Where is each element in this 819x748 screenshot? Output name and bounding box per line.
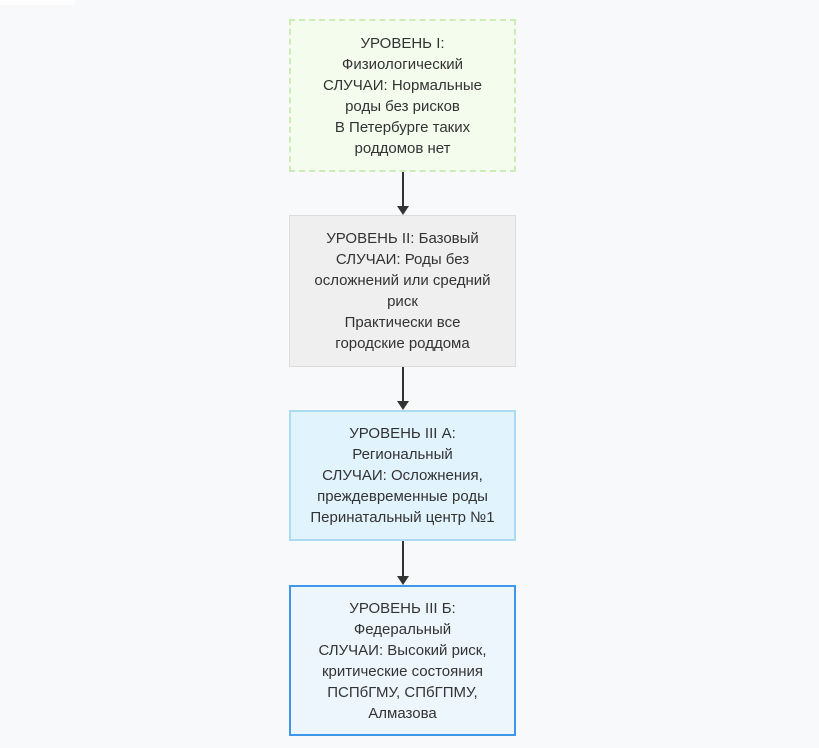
top-left-artifact xyxy=(0,0,76,5)
node-level-2: УРОВЕНЬ II: Базовый СЛУЧАИ: Роды без осл… xyxy=(289,215,516,367)
node-level-3b-text: УРОВЕНЬ III Б: Федеральный СЛУЧАИ: Высок… xyxy=(318,599,487,722)
node-level-2-text: УРОВЕНЬ II: Базовый СЛУЧАИ: Роды без осл… xyxy=(314,230,491,352)
node-level-1-text: УРОВЕНЬ I: Физиологический СЛУЧАИ: Норма… xyxy=(323,34,482,157)
arrow-level-1-to-level-2 xyxy=(396,172,409,215)
arrow-level-2-to-level-3a xyxy=(396,367,409,410)
arrow-line xyxy=(401,367,404,401)
node-level-3a: УРОВЕНЬ III А: Региональный СЛУЧАИ: Осло… xyxy=(289,410,516,541)
arrow-line xyxy=(401,172,404,206)
node-level-1: УРОВЕНЬ I: Физиологический СЛУЧАИ: Норма… xyxy=(289,19,516,172)
node-level-3b: УРОВЕНЬ III Б: Федеральный СЛУЧАИ: Высок… xyxy=(289,585,516,736)
arrowhead-down-icon xyxy=(396,206,409,215)
arrowhead-down-icon xyxy=(396,576,409,585)
arrow-line xyxy=(401,541,404,576)
arrowhead-down-icon xyxy=(396,401,409,410)
node-level-3a-text: УРОВЕНЬ III А: Региональный СЛУЧАИ: Осло… xyxy=(310,425,495,526)
arrow-level-3a-to-level-3b xyxy=(396,541,409,585)
